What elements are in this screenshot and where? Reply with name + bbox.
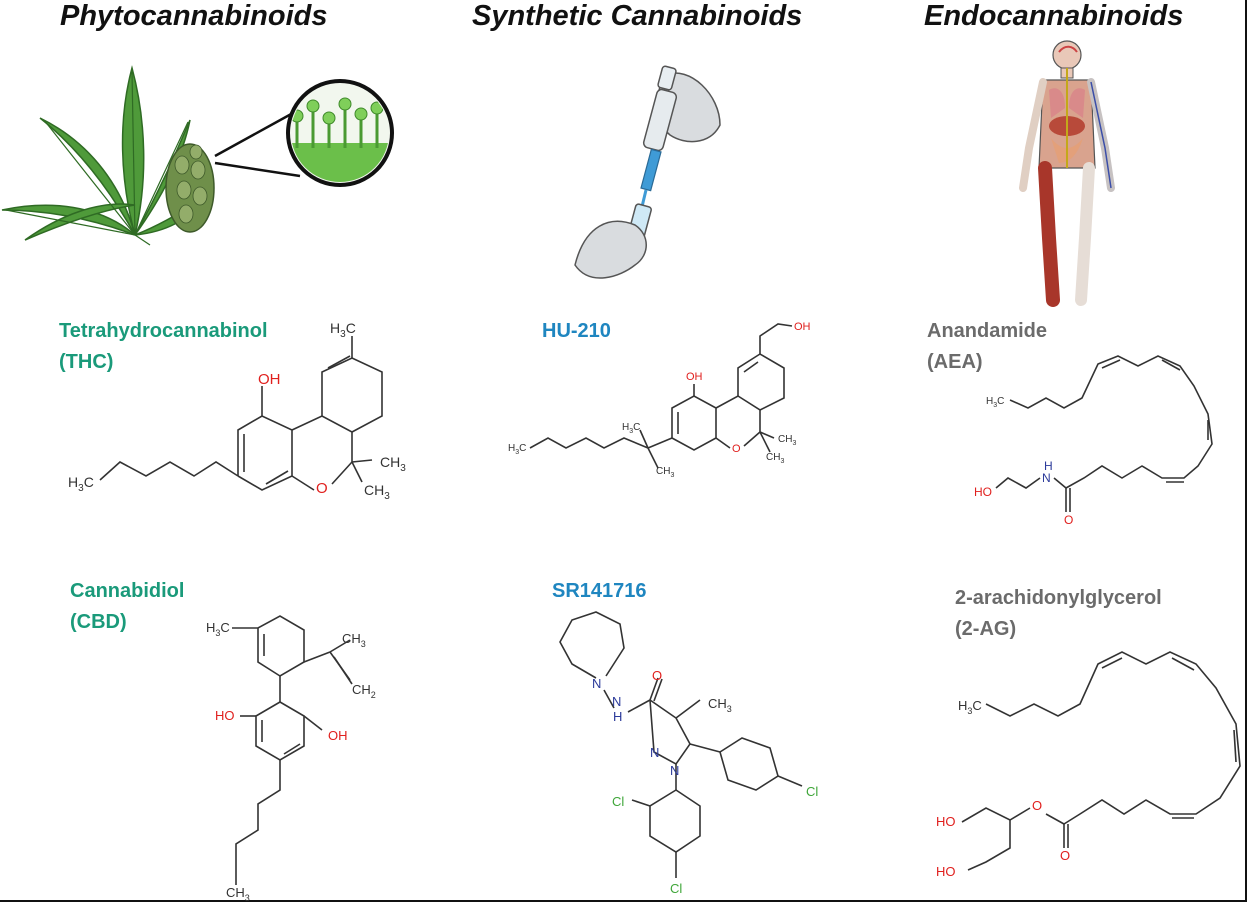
thc-h3c-label: H3C [68, 474, 94, 494]
hu210-oh-top: OH [794, 321, 811, 333]
ag-abbr: (2-AG) [955, 618, 1017, 640]
sr-n-pip: N [592, 676, 601, 691]
hu210-o-label: O [732, 443, 741, 455]
aea-h-label: H [1044, 459, 1053, 473]
thc-ch3-top: H3C [330, 320, 356, 340]
hu210-ch3-c: CH3 [778, 434, 796, 447]
compound-name-thc: Tetrahydrocannabinol (THC) [59, 316, 268, 378]
compound-name-hu210: HU-210 [542, 316, 611, 347]
cbd-abbr: (CBD) [70, 611, 127, 633]
aea-name: Anandamide [927, 320, 1048, 342]
sr-n-ring-b: N [670, 763, 679, 778]
compound-name-cbd: Cannabidiol (CBD) [70, 576, 184, 638]
hu210-oh-label: OH [686, 371, 703, 383]
cbd-ch3-bottom: CH3 [226, 885, 250, 903]
aea-n-label: N [1042, 471, 1051, 485]
sr-name: SR141716 [552, 580, 647, 602]
sr-cl-a: Cl [806, 784, 818, 799]
hu210-h3c-label: H3C [508, 443, 526, 456]
aea-ho-label: HO [974, 485, 992, 499]
hu210-ch3-a: H3C [622, 422, 640, 435]
ag-h3c-label: H3C [958, 698, 982, 716]
cbd-ch3-label: CH3 [342, 631, 366, 649]
ag-ho-top: HO [936, 814, 956, 829]
cbd-oh-label: OH [328, 728, 348, 743]
ag-o-ester: O [1032, 798, 1042, 813]
hu210-ch3-d: CH3 [766, 452, 784, 465]
cbd-ch2-label: CH2 [352, 682, 376, 700]
aea-h3c-label: H3C [986, 396, 1004, 409]
sr-n-ring-a: N [650, 745, 659, 760]
column-title-phytocannabinoids: Phytocannabinoids [60, 0, 328, 32]
thc-ch3-b: CH3 [364, 482, 390, 502]
thc-abbr: (THC) [59, 351, 114, 373]
hu210-ch3-b: CH3 [656, 466, 674, 479]
ag-ho-bottom: HO [936, 864, 956, 879]
compound-name-2ag: 2-arachidonylglycerol (2-AG) [955, 583, 1162, 645]
cbd-ho-label: HO [215, 708, 235, 723]
ag-o-carbonyl: O [1060, 848, 1070, 863]
ag-name: 2-arachidonylglycerol [955, 587, 1162, 609]
thc-name: Tetrahydrocannabinol [59, 320, 268, 342]
hu210-name: HU-210 [542, 320, 611, 342]
compound-name-anandamide: Anandamide (AEA) [927, 316, 1047, 378]
cannabis-leaf-icon [1, 65, 202, 246]
thc-o-label: O [316, 480, 328, 497]
sr-cl-c: Cl [670, 881, 682, 896]
sr-ch3-label: CH3 [708, 696, 732, 714]
cannabis-bud-icon [165, 143, 215, 233]
thc-ch3-a: CH3 [380, 454, 406, 474]
cbd-name: Cannabidiol [70, 580, 185, 602]
compound-name-sr141716: SR141716 [552, 576, 647, 607]
trichome-magnifier-icon [214, 79, 394, 187]
sr-o-label: O [652, 668, 662, 683]
column-title-synthetic-cannabinoids: Synthetic Cannabinoids [472, 0, 803, 32]
sr-cl-b: Cl [612, 794, 624, 809]
column-title-endocannabinoids: Endocannabinoids [924, 0, 1184, 32]
sr-n-label: N [612, 694, 621, 709]
pipette-icon [574, 65, 721, 279]
aea-abbr: (AEA) [927, 351, 983, 373]
cbd-h3c-label: H3C [206, 620, 230, 638]
aea-o-label: O [1064, 513, 1073, 527]
sr-h-label: H [613, 709, 622, 724]
thc-oh-label: OH [258, 371, 281, 388]
human-anatomy-icon [1019, 40, 1115, 307]
